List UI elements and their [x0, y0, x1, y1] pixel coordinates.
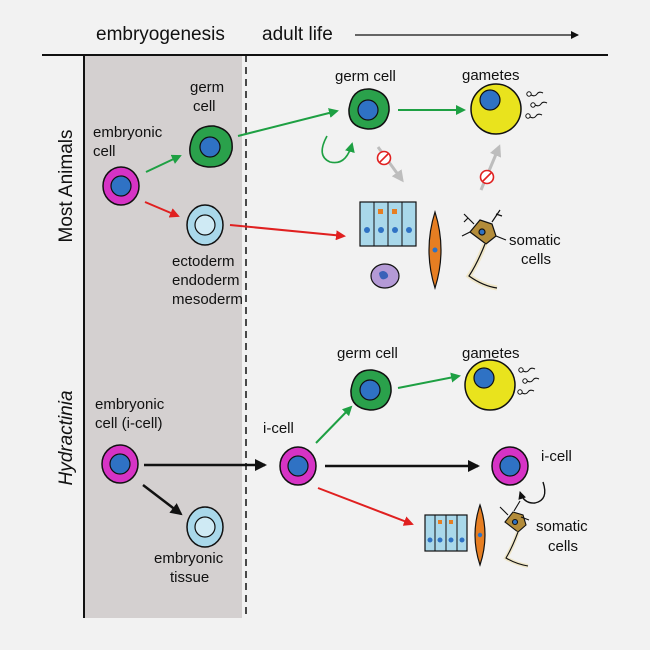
top-ectoderm-cell: [186, 204, 224, 246]
arrow-germ-to-adult-germ: [237, 108, 339, 137]
epithelium-icon: [359, 201, 417, 247]
top-somatic-label-2: cells: [521, 251, 551, 268]
arrow-embryonic-to-tissue: [142, 484, 183, 516]
muscle-cell-icon: [428, 210, 442, 290]
bottom-tissue-label-2: tissue: [170, 569, 209, 586]
top-sperm-icon: [525, 91, 548, 119]
blood-cell-icon: [370, 263, 400, 289]
bottom-gamete-egg: [464, 359, 516, 411]
self-renew-arrow-bottom: [518, 481, 546, 504]
bottom-embryonic-label-2: cell (i-cell): [95, 415, 163, 432]
bottom-neuron-icon: [499, 500, 530, 568]
bottom-gametes-label: gametes: [462, 345, 520, 362]
no-entry-icon-2: [479, 169, 495, 185]
top-adult-germ-cell: [348, 88, 390, 130]
arrow-embryonic-to-ectoderm: [144, 201, 180, 218]
section-most-animals: Most Animals: [56, 130, 77, 243]
bottom-somatic-label-1: somatic: [536, 518, 588, 535]
top-gametes-label: gametes: [462, 67, 520, 84]
header-embryogenesis: embryogenesis: [96, 24, 225, 45]
bottom-germ-cell: [350, 369, 392, 411]
bottom-icell-right: [491, 446, 529, 486]
top-endoderm-label: endoderm: [172, 272, 240, 289]
bottom-tissue-label-1: embryonic: [154, 550, 224, 567]
top-embryonic-label-2: cell: [93, 143, 116, 160]
arrow-germ-to-gametes-bottom: [397, 372, 461, 389]
arrow-embryonic-to-germ: [145, 154, 182, 173]
top-germ-label-2: cell: [193, 98, 216, 115]
arrow-ectoderm-to-somatic: [229, 224, 346, 241]
bottom-sperm-icon: [517, 367, 540, 395]
top-gamete-egg: [470, 83, 522, 135]
arrow-icell-to-somatic: [317, 487, 414, 526]
top-ectoderm-label: ectoderm: [172, 253, 235, 270]
bottom-epithelium-icon: [424, 514, 468, 552]
top-embryonic-cell: [102, 166, 140, 206]
bottom-icell-mid: [279, 446, 317, 486]
bottom-tissue-cell: [186, 506, 224, 548]
no-entry-icon-1: [376, 150, 392, 166]
top-adult-germ-label: germ cell: [335, 68, 396, 85]
bottom-icell-mid-label: i-cell: [263, 420, 294, 437]
bottom-icell-right-label: i-cell: [541, 448, 572, 465]
bottom-somatic-label-2: cells: [548, 538, 578, 555]
header-adult-life: adult life: [262, 24, 333, 45]
self-renew-arrow-top: [321, 135, 355, 164]
bottom-muscle-cell-icon: [474, 503, 486, 567]
arrow-icell-to-germ: [315, 405, 353, 444]
bottom-embryonic-label-1: embryonic: [95, 396, 165, 413]
top-mesoderm-label: mesoderm: [172, 291, 243, 308]
top-germ-cell: [189, 125, 233, 168]
top-germ-label-1: germ: [190, 79, 224, 96]
top-somatic-label-1: somatic: [509, 232, 561, 249]
neuron-icon: [461, 209, 507, 291]
bottom-embryonic-cell: [101, 444, 139, 484]
top-embryonic-label-1: embryonic: [93, 124, 163, 141]
bottom-germ-label: germ cell: [337, 345, 398, 362]
section-hydractinia: Hydractinia: [56, 390, 77, 485]
